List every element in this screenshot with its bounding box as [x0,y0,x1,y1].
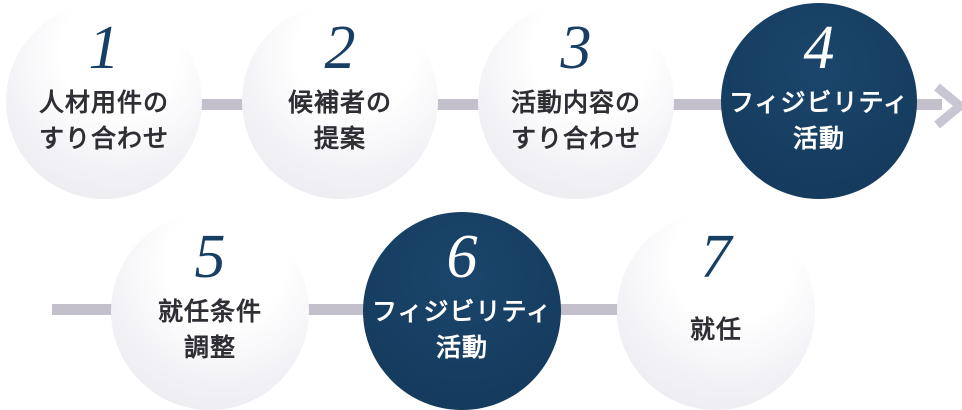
step-number: 3 [560,14,592,82]
connector-line [302,304,372,315]
step-label-line: すり合わせ [38,125,169,153]
connector-line [190,99,252,110]
connector-line [428,99,488,110]
step-label-line: 調整 [183,334,236,362]
step-label-line: 活動内容の [510,89,641,117]
step-label-line: 提案 [313,125,366,153]
step-circle-1: 1 人材用件の すり合わせ [6,3,202,199]
step-label: フィジビリティ 活動 [729,83,909,159]
step-label: フィジビリティ 活動 [372,292,552,368]
step-circle-2: 2 候補者の 提案 [242,3,438,199]
connector-line [666,99,731,110]
step-label-line: フィジビリティ [371,298,552,326]
connector-line [52,304,120,315]
step-label-line: 就任 [689,316,742,344]
step-number: 5 [194,223,226,291]
step-label-line: 就任条件 [157,298,262,326]
step-label: 就任条件 調整 [158,292,262,368]
arrow-right-icon [934,83,962,129]
connector-line [556,304,626,315]
step-label-line: 候補者の [287,89,392,117]
step-label-line: フィジビリティ [728,89,909,117]
step-number: 4 [803,14,835,82]
step-label-line: すり合わせ [510,125,641,153]
step-label-line: 活動 [435,334,488,362]
step-label-line: 活動 [792,125,845,153]
step-number: 7 [700,223,732,291]
step-circle-7: 7 就任 [617,212,815,410]
step-circle-3: 3 活動内容の すり合わせ [478,3,674,199]
step-label: 候補者の 提案 [288,83,392,159]
step-number: 2 [324,14,356,82]
arrow-stem [898,99,942,110]
step-circle-6: 6 フィジビリティ 活動 [363,212,561,410]
step-number: 6 [446,223,478,291]
step-label-line: 人材用件の [38,89,169,117]
step-circle-5: 5 就任条件 調整 [111,212,309,410]
step-label: 活動内容の すり合わせ [511,83,641,159]
step-label: 就任 [690,292,742,368]
step-circle-4: 4 フィジビリティ 活動 [721,3,917,199]
step-number: 1 [88,14,120,82]
step-label: 人材用件の すり合わせ [39,83,169,159]
